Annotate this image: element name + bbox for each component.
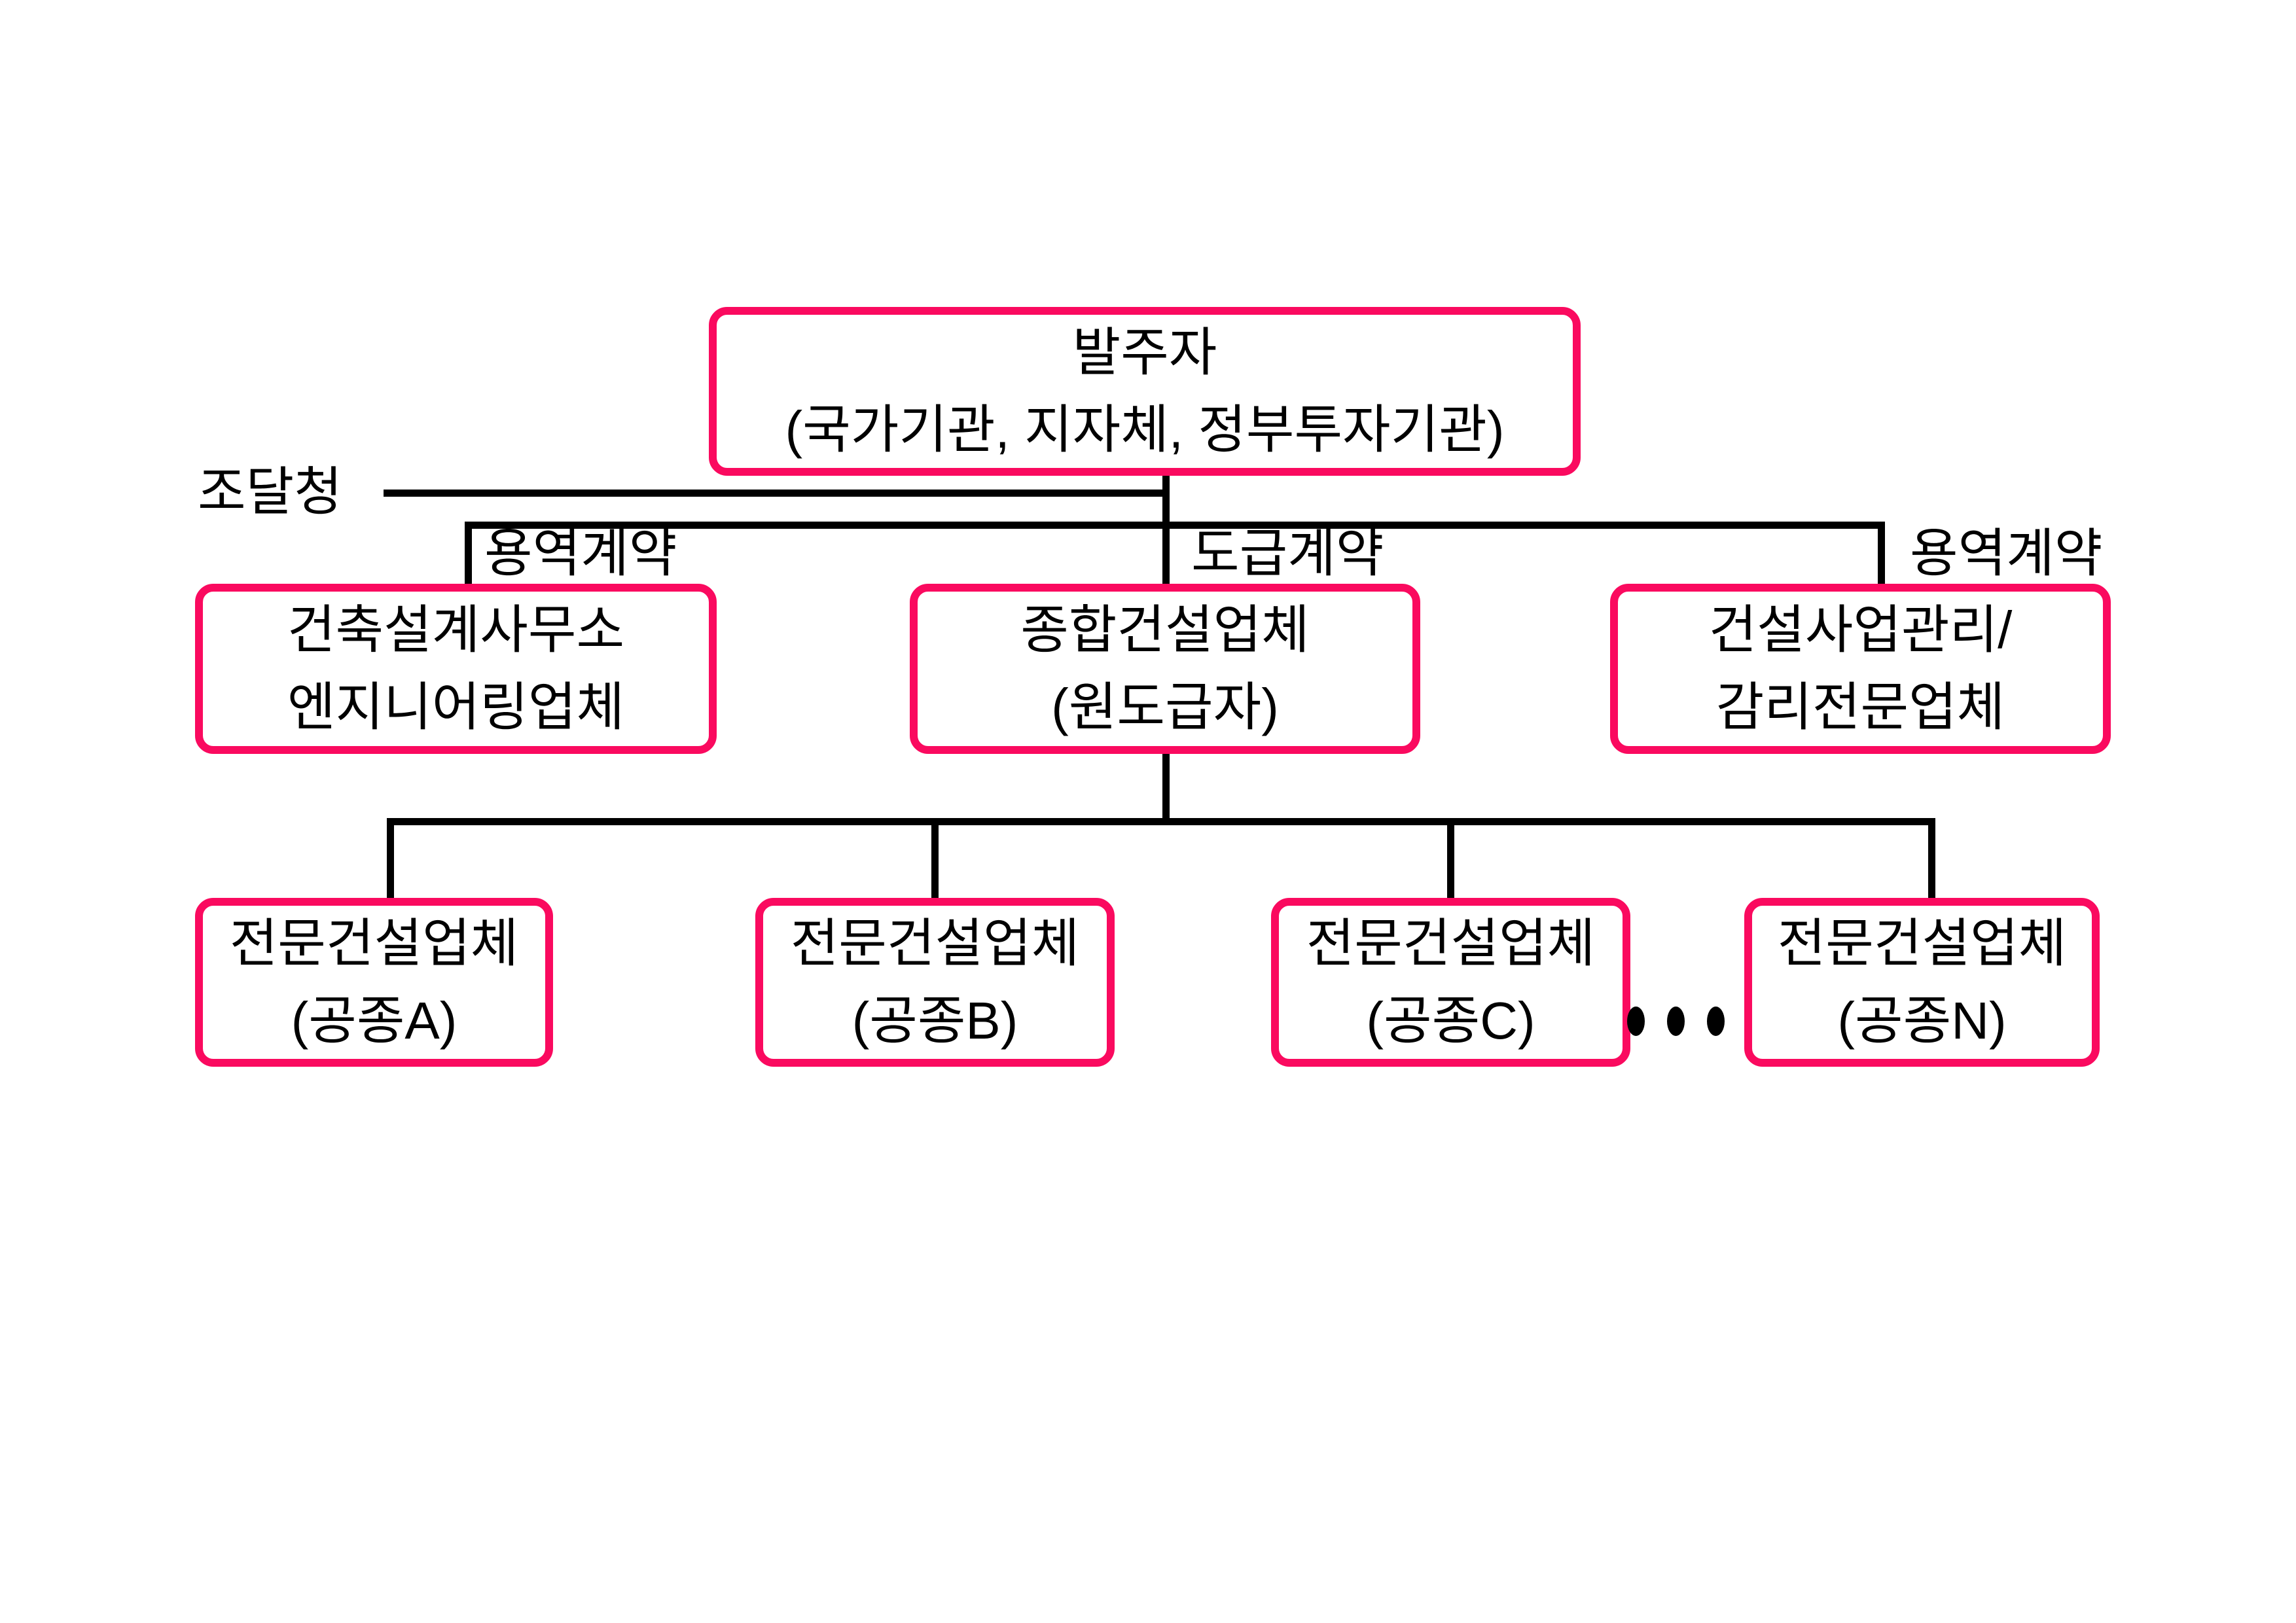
connector-branch-left-elbow bbox=[465, 522, 472, 586]
node-specialty-c-line1: 전문건설업체 bbox=[1306, 914, 1596, 972]
ellipsis-dot bbox=[1627, 1007, 1645, 1036]
connector-distributor-line bbox=[387, 818, 1935, 825]
connector-drop-b bbox=[931, 818, 939, 901]
node-specialty-b: 전문건설업체 (공종B) bbox=[755, 898, 1115, 1067]
node-specialty-c: 전문건설업체 (공종C) bbox=[1271, 898, 1630, 1067]
label-procurement-agency: 조달청 bbox=[198, 463, 342, 521]
ellipsis-dots bbox=[1627, 1007, 1725, 1036]
node-owner-line1: 발주자 bbox=[1072, 323, 1217, 382]
connector-general-trunk bbox=[1162, 751, 1170, 822]
node-owner-line2: (국가기관, 지자체, 정부투자기관) bbox=[785, 401, 1505, 459]
connector-owner-trunk bbox=[1162, 471, 1170, 586]
node-specialty-n-line1: 전문건설업체 bbox=[1777, 914, 2067, 972]
node-specialty-c-line2: (공종C) bbox=[1366, 991, 1535, 1050]
node-cm-supervision: 건설사업관리/ 감리전문업체 bbox=[1610, 584, 2111, 754]
ellipsis-dot bbox=[1707, 1007, 1725, 1036]
node-specialty-b-line1: 전문건설업체 bbox=[790, 914, 1080, 972]
node-design-firm-line1: 건축설계사무소 bbox=[287, 601, 625, 659]
label-service-contract-left: 용역계약 bbox=[484, 524, 677, 582]
node-cm-supervision-line1: 건설사업관리/ bbox=[1708, 601, 2013, 659]
connector-branch-right-elbow bbox=[1878, 522, 1885, 586]
connector-drop-a bbox=[387, 818, 394, 901]
node-specialty-a: 전문건설업체 (공종A) bbox=[195, 898, 553, 1067]
node-general-contractor-line1: 종합건설업체 bbox=[1020, 601, 1310, 659]
connector-branch-line bbox=[465, 522, 1885, 529]
node-design-firm: 건축설계사무소 엔지니어링업체 bbox=[195, 584, 717, 754]
node-specialty-n: 전문건설업체 (공종N) bbox=[1744, 898, 2100, 1067]
node-cm-supervision-line2: 감리전문업체 bbox=[1715, 678, 2005, 736]
node-general-contractor-line2: (원도급자) bbox=[1051, 678, 1279, 736]
ellipsis-dot bbox=[1667, 1007, 1685, 1036]
node-general-contractor: 종합건설업체 (원도급자) bbox=[910, 584, 1420, 754]
connector-drop-c bbox=[1447, 818, 1454, 901]
node-specialty-a-line1: 전문건설업체 bbox=[229, 914, 519, 972]
node-specialty-b-line2: (공종B) bbox=[852, 991, 1018, 1050]
label-service-contract-right: 용역계약 bbox=[1910, 524, 2103, 582]
connector-procurement-line bbox=[384, 490, 1170, 497]
node-owner: 발주자 (국가기관, 지자체, 정부투자기관) bbox=[709, 307, 1581, 476]
node-specialty-n-line2: (공종N) bbox=[1837, 991, 2007, 1050]
node-specialty-a-line2: (공종A) bbox=[291, 991, 457, 1050]
label-construction-contract: 도급계약 bbox=[1191, 524, 1384, 582]
connector-drop-n bbox=[1928, 818, 1935, 901]
node-design-firm-line2: 엔지니어링업체 bbox=[287, 678, 625, 736]
